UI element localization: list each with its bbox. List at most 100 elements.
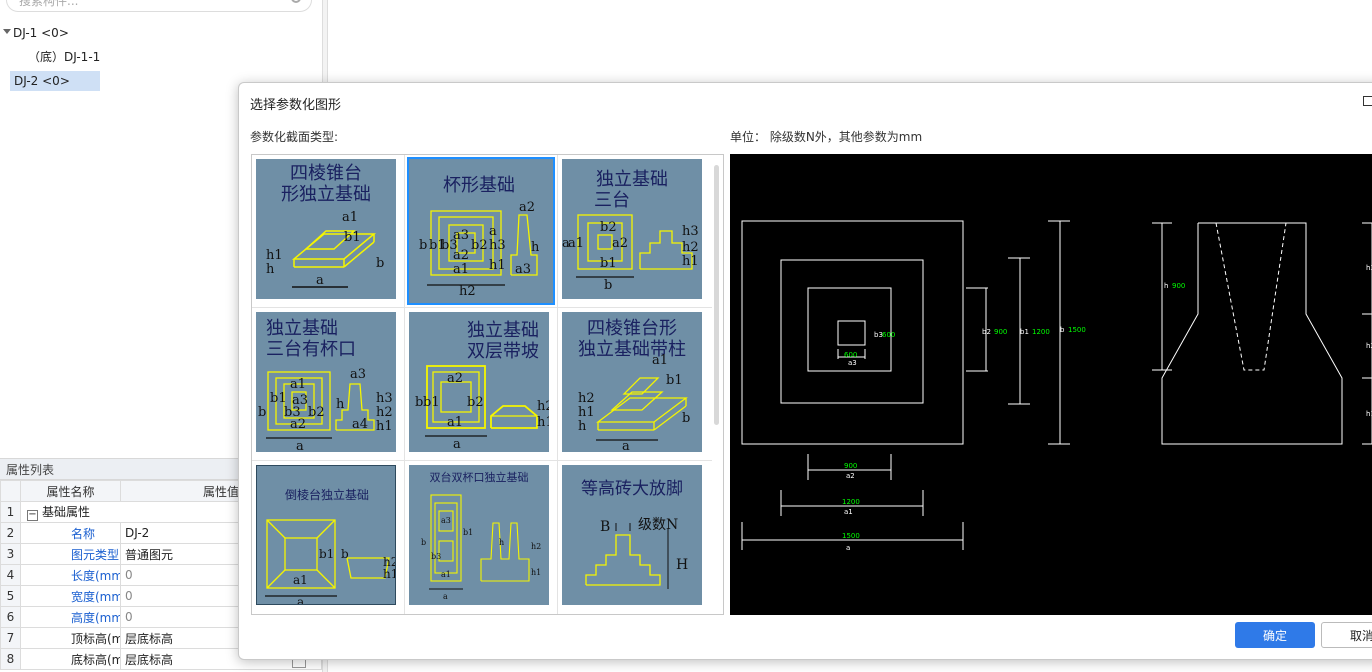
svg-text:900: 900 <box>1172 282 1185 290</box>
maximize-icon[interactable] <box>1363 96 1372 106</box>
svg-text:a2: a2 <box>612 236 628 251</box>
svg-text:b2: b2 <box>600 220 617 235</box>
svg-text:h: h <box>531 240 540 255</box>
svg-text:b: b <box>604 278 612 293</box>
svg-text:h1: h1 <box>531 568 541 577</box>
svg-text:a1: a1 <box>293 573 308 587</box>
svg-text:h: h <box>1164 282 1168 290</box>
svg-text:a3: a3 <box>848 359 857 367</box>
svg-text:b1: b1 <box>666 373 683 388</box>
svg-text:a: a <box>453 437 461 452</box>
svg-text:H: H <box>676 557 688 573</box>
svg-text:1200: 1200 <box>842 498 860 506</box>
svg-text:h3: h3 <box>682 224 699 239</box>
svg-text:h1: h1 <box>383 567 396 581</box>
svg-text:b3: b3 <box>284 405 301 420</box>
svg-text:h2: h2 <box>682 240 699 255</box>
svg-text:h1: h1 <box>489 258 506 273</box>
svg-text:a3: a3 <box>441 516 451 525</box>
svg-text:b: b <box>415 395 423 410</box>
svg-text:b1: b1 <box>600 256 617 271</box>
svg-text:a2: a2 <box>519 200 535 215</box>
svg-text:a: a <box>316 273 324 288</box>
svg-text:h2: h2 <box>531 542 541 551</box>
svg-text:a1: a1 <box>568 236 584 251</box>
svg-text:a3: a3 <box>515 262 531 277</box>
shape-diagram-icon: a a1 b1 h2 h1 h b <box>578 353 690 452</box>
svg-text:a: a <box>443 592 448 601</box>
shape-option-cup-foundation[interactable]: 杯形基础 h2 a2 b b1 b3 a3 b2 a2 a1 <box>405 155 559 307</box>
svg-text:b1: b1 <box>1020 328 1029 336</box>
tree-item-dj2[interactable]: DJ-2 <0> <box>10 71 100 91</box>
shape-option-double-cup[interactable]: 双台双杯口独立基础 a b a1 b1 h h2 h1 a3 b3 <box>405 461 559 613</box>
svg-text:b1: b1 <box>344 230 361 245</box>
svg-text:h2: h2 <box>537 399 549 414</box>
shape-option-pyramid-frustum[interactable]: 四棱锥台 形独立基础 a a1 b1 h1 h b <box>252 155 406 307</box>
svg-text:h: h <box>499 538 504 547</box>
shape-option-double-slope[interactable]: 独立基础 双层带坡 a a2 b b1 b2 a1 h2 h1 <box>405 308 559 460</box>
component-search-input[interactable]: 搜索构件... <box>6 0 312 12</box>
svg-text:a4: a4 <box>352 417 368 432</box>
svg-text:a2: a2 <box>447 371 463 386</box>
svg-text:h2: h2 <box>383 555 396 569</box>
svg-text:h: h <box>336 397 345 412</box>
svg-text:h1: h1 <box>266 248 283 263</box>
svg-text:b2: b2 <box>308 405 325 420</box>
svg-text:b3: b3 <box>441 238 458 253</box>
svg-text:a: a <box>489 224 497 239</box>
svg-text:h2: h2 <box>376 405 393 420</box>
svg-text:1500: 1500 <box>842 532 860 540</box>
svg-text:h1: h1 <box>1366 410 1372 418</box>
svg-text:a3: a3 <box>453 228 469 243</box>
svg-text:b: b <box>419 238 427 253</box>
svg-text:a: a <box>562 236 570 251</box>
svg-text:h1: h1 <box>682 254 699 269</box>
shape-diagram-icon: a a2 b b1 b2 a1 h2 h1 <box>415 365 549 452</box>
shape-diagram-icon: B 级数N H <box>585 517 688 589</box>
svg-text:600: 600 <box>882 331 895 339</box>
svg-text:a3: a3 <box>292 393 308 408</box>
svg-text:b: b <box>1060 326 1065 334</box>
shape-option-inverted-frustum[interactable]: 倒棱台独立基础 a b1 b a1 h2 h1 <box>252 461 406 613</box>
svg-text:h: h <box>578 419 587 434</box>
svg-text:a: a <box>846 544 850 552</box>
shape-option-three-step[interactable]: 独立基础 三台 b b2 a1 a2 a b1 h3 h2 h1 <box>558 155 712 307</box>
svg-text:h3: h3 <box>376 391 393 406</box>
section-type-label: 参数化截面类型: <box>250 130 339 144</box>
shape-diagram-icon: a b a1 b1 h h2 h1 a3 b3 <box>421 494 541 601</box>
svg-text:h1: h1 <box>376 419 393 434</box>
svg-text:b: b <box>341 547 349 561</box>
svg-text:级数N: 级数N <box>638 517 678 533</box>
search-placeholder: 搜索构件... <box>19 0 79 8</box>
svg-text:a: a <box>622 439 630 452</box>
tree-item-dj1-1[interactable]: （底）DJ-1-1 <box>28 50 101 64</box>
svg-text:h2: h2 <box>1366 342 1372 350</box>
svg-text:b1: b1 <box>463 528 473 537</box>
svg-text:b: b <box>682 411 690 426</box>
svg-text:b3: b3 <box>874 331 883 339</box>
shape-diagram-icon: h2 a2 b b1 b3 a3 b2 a2 a1 a h3 h1 h a3 <box>419 200 540 299</box>
gallery-scrollbar[interactable] <box>714 165 719 425</box>
shape-diagram-icon: a a1 b1 h1 h b <box>266 210 384 288</box>
search-icon[interactable] <box>291 0 301 3</box>
svg-text:h1: h1 <box>578 405 595 420</box>
cancel-button[interactable]: 取消 <box>1321 622 1372 648</box>
preview-drawing: b3 600 600 a3 b2 900 b1 1200 b 1500 900 … <box>741 220 1372 552</box>
svg-text:a1: a1 <box>453 262 469 277</box>
svg-text:a: a <box>297 595 304 605</box>
shape-option-brick-footing[interactable]: 等高砖大放脚 B 级数N H <box>558 461 712 613</box>
svg-text:B: B <box>600 519 610 535</box>
unit-label: 单位： 除级数N外，其他参数为mm <box>730 130 923 144</box>
svg-text:a1: a1 <box>342 210 358 225</box>
svg-text:h: h <box>266 262 275 277</box>
collapse-icon[interactable]: − <box>27 509 38 521</box>
tree-item-dj1[interactable]: DJ-1 <0> <box>13 26 69 40</box>
svg-text:h3: h3 <box>1366 264 1372 272</box>
shape-option-frustum-with-column[interactable]: 四棱锥台形 独立基础带柱 a a1 b1 h2 h1 <box>558 308 712 460</box>
svg-text:b: b <box>376 256 384 271</box>
svg-text:b1: b1 <box>423 395 440 410</box>
caret-down-icon[interactable] <box>3 29 11 34</box>
svg-text:b1: b1 <box>270 391 287 406</box>
shape-option-three-step-cup[interactable]: 独立基础 三台有杯口 a a1 b1 a3 b3 b2 a2 b <box>252 308 406 460</box>
ok-button[interactable]: 确定 <box>1235 622 1315 648</box>
